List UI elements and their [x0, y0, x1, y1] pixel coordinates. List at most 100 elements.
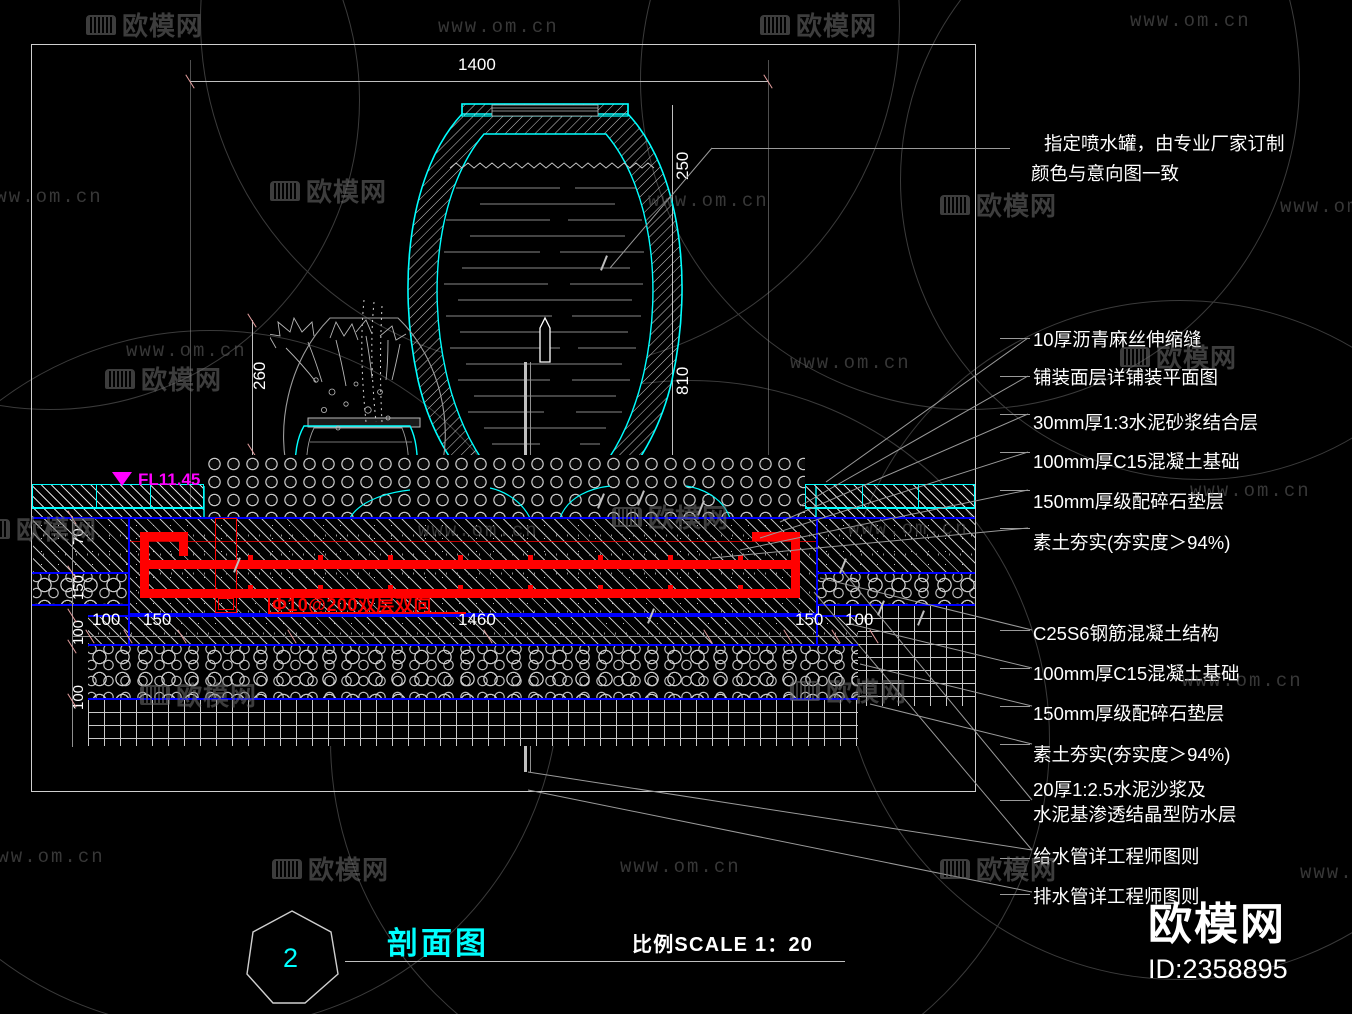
paving-surface-left: [32, 484, 204, 508]
rebar-left-top: [140, 532, 188, 541]
rebar-stirrup: [668, 585, 673, 591]
rebar-label-box-left: [268, 596, 270, 614]
rebar-stirrup: [248, 555, 253, 561]
level-marker-triangle: [112, 472, 132, 486]
layer-boundary: [818, 572, 975, 574]
dim-line-top: [190, 81, 768, 82]
leader-stub: [1000, 706, 1030, 707]
leader-stub: [1000, 338, 1030, 339]
watermark-url: www.om.cn: [1300, 862, 1352, 884]
gravel-layer-right: [818, 574, 975, 604]
callout-c15-base: 100mm厚C15混凝土基础: [1033, 451, 1240, 472]
compacted-subgrade: [88, 700, 858, 746]
rebar-stirrup: [598, 585, 603, 591]
paving-joint: [150, 484, 151, 508]
paving-mortar-right: [805, 508, 975, 517]
graded-gravel-cushion: [88, 646, 858, 698]
leader-fan-lower: [813, 567, 1033, 851]
callout-waterproof-line2: 水泥基渗透结晶型防水层: [1033, 804, 1237, 825]
slab-outline-right: [816, 517, 818, 615]
watermark-brand-text: 欧模网: [976, 191, 1058, 221]
leader-stub: [1000, 630, 1030, 631]
callout-compacted-earth: 素土夯实(夯实度＞94%): [1033, 532, 1231, 553]
leader-stub: [1000, 744, 1030, 745]
leader-stub: [1000, 894, 1030, 895]
sofa-icon: [760, 14, 790, 35]
paving-joint: [96, 484, 97, 508]
callout-rc-structure: C25S6钢筋混凝土结构: [1033, 623, 1220, 644]
rebar-stirrup: [528, 555, 533, 561]
detail-number: 2: [283, 943, 299, 973]
callout-jar-line1: 指定喷水罐，由专业厂家订制: [1044, 133, 1285, 154]
rebar-stirrup: [738, 555, 743, 561]
callout-mortar-layer: 30mm厚1:3水泥砂浆结合层: [1033, 412, 1259, 433]
rebar-left-return: [179, 532, 188, 556]
dimension-bottom-150-right: 150: [795, 610, 824, 629]
rebar-stirrup: [458, 555, 463, 561]
sofa-icon: [0, 518, 10, 539]
rebar-stirrup: [458, 585, 463, 591]
slab-outline-top: [128, 517, 818, 519]
watermark-id-tag: 欧模网 ID:2358895: [1148, 888, 1288, 985]
layer-step: [816, 615, 818, 645]
layer-boundary: [805, 517, 975, 519]
callout-expansion-joint: 10厚沥青麻丝伸缩缝: [1033, 329, 1202, 350]
callout-drain-pipe: 排水管详工程师图则: [1033, 886, 1200, 907]
watermark-url: www.om.cn: [438, 16, 559, 38]
leader-pipes: [527, 771, 1033, 893]
layer-boundary: [818, 604, 975, 606]
callout-supply-pipe: 给水管详工程师图则: [1033, 846, 1200, 867]
watermark-url: www.om.cn: [0, 846, 105, 868]
watermark-brand-text: 欧模网: [796, 11, 878, 41]
dim-ext-left: [190, 60, 191, 520]
watermark-url: www.om.cn: [1130, 10, 1251, 32]
waterproof-membrane: [130, 541, 816, 542]
rebar-right-upstand: [791, 532, 800, 598]
rebar-stirrup: [248, 585, 253, 591]
callout-jar-line2: 颜色与意向图一致: [1031, 163, 1180, 184]
dimension-top-width: 1400: [458, 55, 496, 74]
callout-waterproof-line1: 20厚1:2.5水泥沙浆及: [1033, 779, 1206, 800]
leader-fan-upper: [711, 337, 1029, 559]
watermark-brand: 欧模网: [272, 850, 389, 887]
slab-outline-left: [128, 517, 130, 615]
watermark-id-brand: 欧模网: [1148, 900, 1286, 949]
sofa-icon: [272, 858, 302, 879]
leader-line: [712, 148, 1010, 149]
callout-gravel-cushion: 150mm厚级配碎石垫层: [1033, 491, 1225, 512]
leader-line-jar: [610, 147, 713, 269]
gravel-layer-left: [33, 574, 128, 604]
leader-stub: [1000, 414, 1030, 415]
rebar-right-top: [752, 532, 800, 541]
rebar-right-bottom: [752, 589, 800, 598]
dimension-150: 150: [70, 574, 87, 600]
dim-chain-bottom: [72, 636, 872, 637]
rebar-stirrup: [738, 585, 743, 591]
leader-stub: [1000, 376, 1030, 377]
dim-chain-left: [72, 517, 73, 747]
detail-number-heptagon: [246, 910, 339, 1004]
dimension-bottom-100-left: 100: [92, 610, 121, 629]
watermark-url: www.om.cn: [1280, 196, 1352, 218]
slab-outline-bottom: [128, 613, 818, 615]
rebar-stirrup: [528, 585, 533, 591]
drawing-frame: [31, 44, 976, 792]
callout-compacted-earth-lower: 素土夯实(夯实度＞94%): [1033, 744, 1231, 765]
layer-boundary: [32, 517, 212, 519]
layer-boundary: [32, 572, 128, 574]
rebar-top-layer: [140, 560, 800, 569]
concrete-base-left: [33, 519, 128, 572]
leader-stub: [1000, 668, 1030, 669]
watermark-brand-text: 欧模网: [308, 855, 390, 885]
paving-mortar-left: [32, 508, 204, 517]
leader-stub: [1000, 452, 1030, 453]
rebar-label-box: [268, 612, 466, 614]
c15-concrete-base: [88, 617, 858, 644]
rebar-stirrup: [598, 555, 603, 561]
drain-outlet-box-inner: [218, 598, 234, 610]
level-label: FL11.45: [138, 470, 201, 489]
leader-stub: [1000, 800, 1030, 801]
watermark-brand: 欧模网: [760, 6, 877, 43]
rebar-stirrup: [388, 555, 393, 561]
